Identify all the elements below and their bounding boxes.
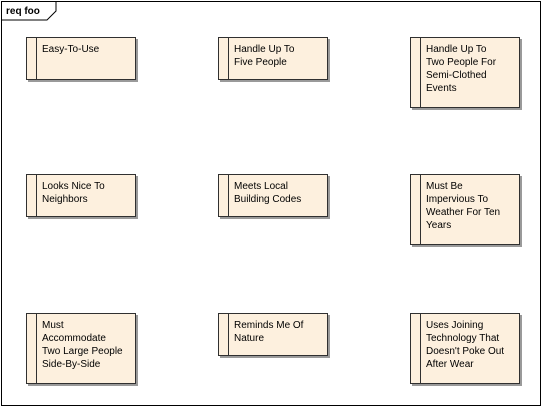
frame-tab [2,2,57,21]
requirement-side-bar [219,314,229,355]
requirement-side-bar [411,38,421,107]
requirement-label: Handle Up To Five People [234,44,295,68]
requirement-label: Meets Local Building Codes [234,181,302,205]
requirement-label: Handle Up To Two People For Semi-Clothed… [426,44,497,94]
requirement-side-bar [27,175,37,216]
requirement-easy-to-use[interactable]: Easy-To-Use [26,37,136,80]
diagram-title: req foo [6,6,40,17]
requirement-handle-up-to-five-people[interactable]: Handle Up To Five People [218,37,328,80]
requirement-accommodate-two-large-people[interactable]: Must Accommodate Two Large People Side-B… [26,313,136,384]
requirement-side-bar [219,175,229,216]
requirement-side-bar [411,314,421,383]
requirement-side-bar [219,38,229,79]
requirement-side-bar [27,38,37,79]
requirement-label: Must Be Impervious To Weather For Ten Ye… [426,181,501,231]
requirement-handle-two-people-semi-clothed[interactable]: Handle Up To Two People For Semi-Clothed… [410,37,520,108]
requirement-meets-local-building-codes[interactable]: Meets Local Building Codes [218,174,328,217]
requirement-label: Reminds Me Of Nature [234,320,304,344]
requirement-looks-nice-to-neighbors[interactable]: Looks Nice To Neighbors [26,174,136,217]
requirement-reminds-me-of-nature[interactable]: Reminds Me Of Nature [218,313,328,356]
requirement-side-bar [27,314,37,383]
requirement-impervious-to-weather[interactable]: Must Be Impervious To Weather For Ten Ye… [410,174,520,245]
requirement-side-bar [411,175,421,244]
requirement-label: Uses Joining Technology That Doesn't Pok… [426,320,505,370]
requirement-label: Easy-To-Use [42,44,100,55]
requirement-joining-technology[interactable]: Uses Joining Technology That Doesn't Pok… [410,313,520,384]
requirement-label: Must Accommodate Two Large People Side-B… [42,320,123,370]
requirement-label: Looks Nice To Neighbors [42,181,105,205]
